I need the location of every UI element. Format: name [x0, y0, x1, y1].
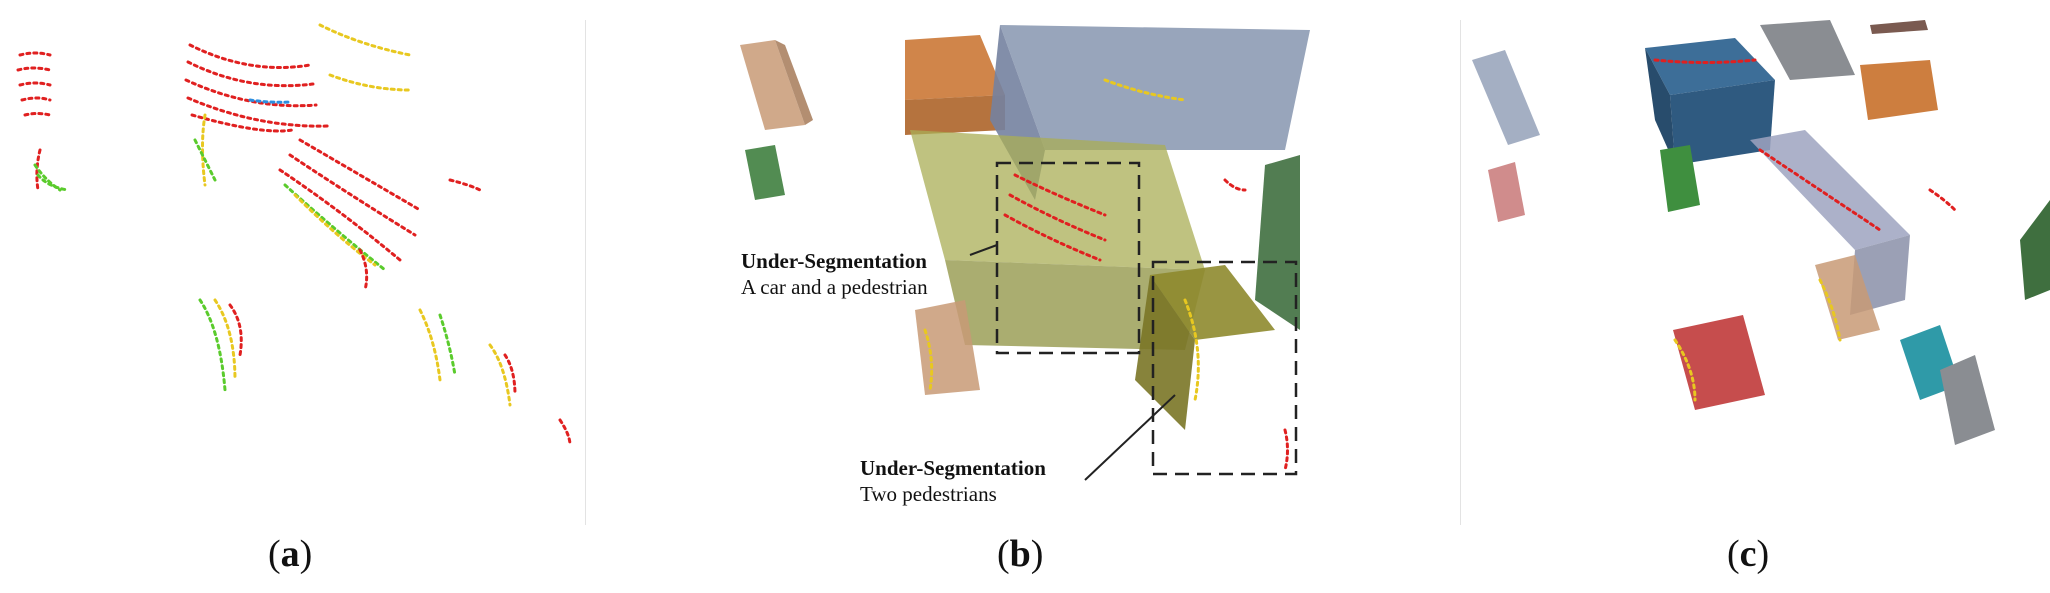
panel-c-segmentation	[1460, 0, 2050, 530]
segmentation-b-graphic	[740, 25, 1310, 481]
panel-divider	[1460, 20, 1461, 525]
point-cloud-a-graphic	[16, 23, 572, 447]
annotation-text: A car and a pedestrian	[741, 275, 928, 299]
caption-a: (a)	[268, 533, 313, 575]
annotation-text: Two pedestrians	[860, 482, 997, 506]
panel-divider	[585, 20, 586, 525]
annotation-car-pedestrian: Under-Segmentation A car and a pedestria…	[741, 248, 928, 300]
segmentation-c-graphic	[1472, 20, 2050, 445]
annotation-title: Under-Segmentation	[860, 456, 1046, 480]
annotation-two-pedestrians: Under-Segmentation Two pedestrians	[860, 455, 1046, 507]
annotation-title: Under-Segmentation	[741, 249, 927, 273]
panel-a-point-cloud	[0, 0, 585, 530]
panel-b-under-segmentation: Under-Segmentation A car and a pedestria…	[585, 0, 1315, 530]
caption-b: (b)	[997, 533, 1044, 575]
caption-c: (c)	[1727, 533, 1770, 575]
